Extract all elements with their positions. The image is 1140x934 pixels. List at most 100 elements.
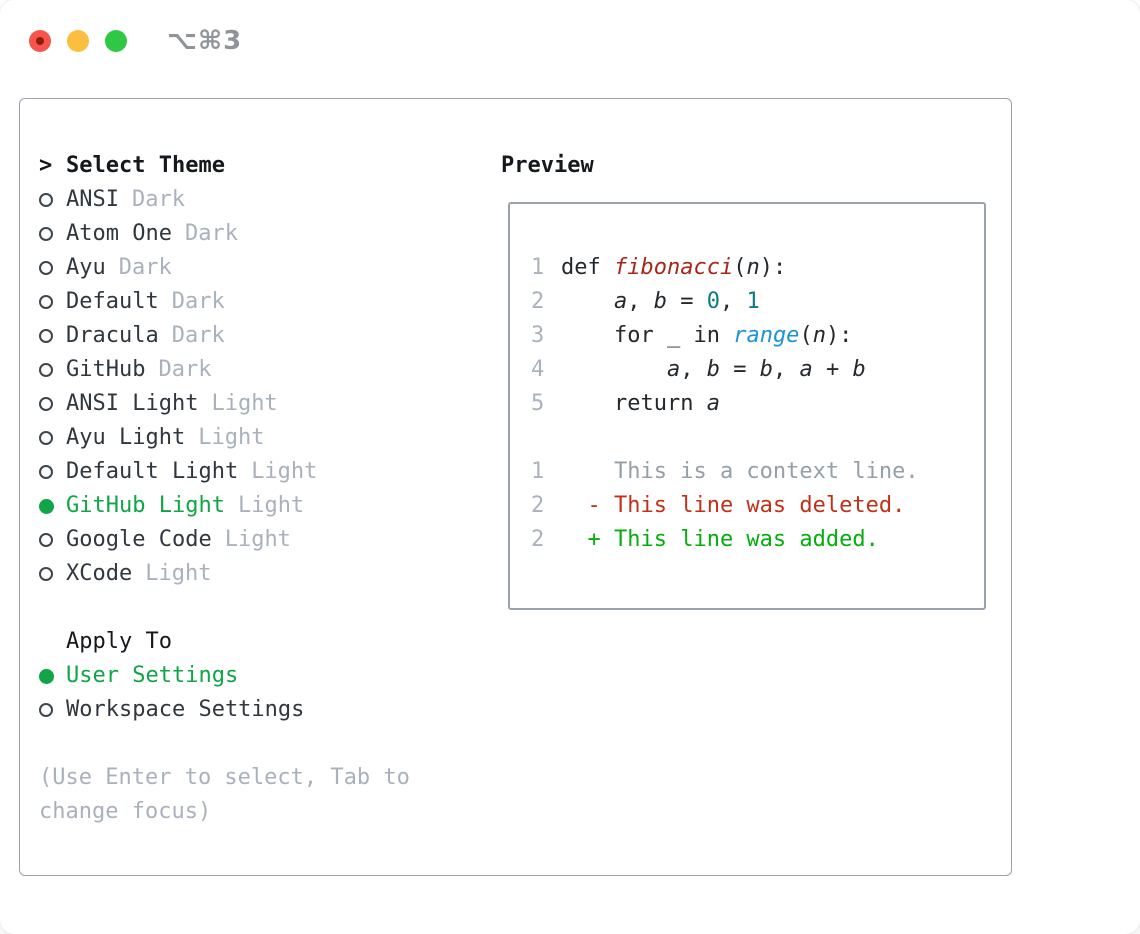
line-number: 2 bbox=[531, 527, 545, 552]
radio-prefix bbox=[39, 431, 66, 445]
theme-name: Default Light bbox=[66, 459, 239, 484]
theme-variant-tag: Dark bbox=[171, 289, 225, 314]
line-number: 4 bbox=[531, 357, 545, 382]
radio-icon bbox=[39, 363, 53, 377]
code-token: def bbox=[561, 255, 614, 280]
diff-text: - This line was deleted. bbox=[561, 493, 906, 518]
line-number: 1 bbox=[531, 255, 545, 280]
code-token: b bbox=[706, 357, 720, 382]
code-token: n bbox=[746, 255, 760, 280]
theme-option-github[interactable]: GitHub Dark bbox=[39, 353, 410, 387]
code-token: range bbox=[733, 323, 800, 348]
radio-prefix bbox=[39, 465, 66, 479]
code-token: 0 bbox=[706, 289, 720, 314]
radio-prefix bbox=[39, 363, 66, 377]
theme-option-github-light[interactable]: GitHub Light Light bbox=[39, 489, 410, 523]
radio-icon bbox=[39, 227, 53, 241]
select-theme-header: Select Theme bbox=[66, 153, 225, 178]
code-token: ): bbox=[759, 255, 787, 280]
radio-icon bbox=[39, 397, 53, 411]
focus-caret-icon: > bbox=[39, 153, 53, 178]
spacer bbox=[39, 727, 410, 761]
radio-prefix bbox=[39, 193, 66, 207]
code-token: a bbox=[706, 391, 720, 416]
code-token: ( bbox=[799, 323, 813, 348]
radio-prefix bbox=[39, 397, 66, 411]
diff-line-context: 1 This is a context line. bbox=[531, 455, 984, 489]
close-button[interactable] bbox=[29, 30, 51, 52]
code-token: = bbox=[719, 357, 760, 382]
code-line: 4 a, b = b, a + b bbox=[531, 353, 984, 387]
code-token: a bbox=[613, 289, 628, 314]
theme-name: Google Code bbox=[66, 527, 212, 552]
theme-name: ANSI Light bbox=[66, 391, 199, 416]
radio-prefix bbox=[39, 295, 66, 309]
hint-line-2: change focus) bbox=[39, 799, 212, 824]
radio-icon bbox=[39, 193, 53, 207]
radio-icon bbox=[39, 465, 53, 479]
code-token: for bbox=[561, 323, 667, 348]
code-token: , bbox=[719, 289, 747, 314]
radio-prefix bbox=[39, 261, 66, 275]
diff-line-deleted: 2 - This line was deleted. bbox=[531, 489, 984, 523]
code-token: n bbox=[812, 323, 826, 348]
line-number: 2 bbox=[531, 493, 545, 518]
keyboard-shortcut-label: ⌥⌘3 bbox=[167, 26, 243, 56]
code-token: a bbox=[666, 357, 681, 382]
code-line: 3 for _ in range(n): bbox=[531, 319, 984, 353]
preview-header: Preview bbox=[501, 153, 594, 178]
zoom-button[interactable] bbox=[105, 30, 127, 52]
diff-text: + This line was added. bbox=[561, 527, 879, 552]
line-number: 2 bbox=[531, 289, 545, 314]
apply-to-header: Apply To bbox=[66, 629, 172, 654]
code-token: , bbox=[772, 357, 800, 382]
theme-name: Atom One bbox=[66, 221, 172, 246]
theme-variant-tag: Light bbox=[237, 493, 305, 518]
theme-variant-tag: Dark bbox=[158, 357, 212, 382]
theme-name: Default bbox=[66, 289, 159, 314]
theme-variant-tag: Light bbox=[198, 425, 265, 450]
spacer bbox=[531, 421, 984, 455]
apply-option-user-settings[interactable]: User Settings bbox=[39, 659, 410, 693]
hint-line-1: (Use Enter to select, Tab to bbox=[39, 765, 410, 790]
code-token bbox=[561, 285, 614, 319]
theme-variant-tag: Light bbox=[211, 391, 278, 416]
theme-name: GitHub bbox=[66, 357, 146, 382]
diff-text: This is a context line. bbox=[561, 459, 919, 484]
code-token: b bbox=[852, 357, 866, 382]
radio-prefix bbox=[39, 703, 66, 717]
code-token: + bbox=[812, 357, 853, 382]
theme-name: GitHub Light bbox=[66, 493, 225, 518]
titlebar: ⌥⌘3 bbox=[29, 26, 242, 56]
theme-name: Dracula bbox=[66, 323, 159, 348]
theme-option-default[interactable]: Default Dark bbox=[39, 285, 410, 319]
radio-prefix bbox=[39, 567, 66, 581]
apply-option-label: Workspace Settings bbox=[66, 697, 305, 722]
theme-option-ayu-light[interactable]: Ayu Light Light bbox=[39, 421, 410, 455]
code-token: in bbox=[680, 323, 734, 348]
minimize-button[interactable] bbox=[67, 30, 89, 52]
diff-block: 1 This is a context line.2 - This line w… bbox=[531, 455, 984, 557]
theme-name: Ayu Light bbox=[66, 425, 186, 450]
theme-variant-tag: Light bbox=[251, 459, 318, 484]
theme-variant-tag: Dark bbox=[131, 187, 185, 212]
code-token: , bbox=[680, 357, 707, 382]
radio-icon bbox=[39, 329, 53, 343]
radio-icon bbox=[39, 533, 53, 547]
theme-option-ansi-light[interactable]: ANSI Light Light bbox=[39, 387, 410, 421]
radio-prefix bbox=[39, 533, 66, 547]
code-line: 5 return a bbox=[531, 387, 984, 421]
code-token: fibonacci bbox=[613, 255, 734, 280]
apply-option-workspace-settings[interactable]: Workspace Settings bbox=[39, 693, 410, 727]
theme-option-default-light[interactable]: Default Light Light bbox=[39, 455, 410, 489]
